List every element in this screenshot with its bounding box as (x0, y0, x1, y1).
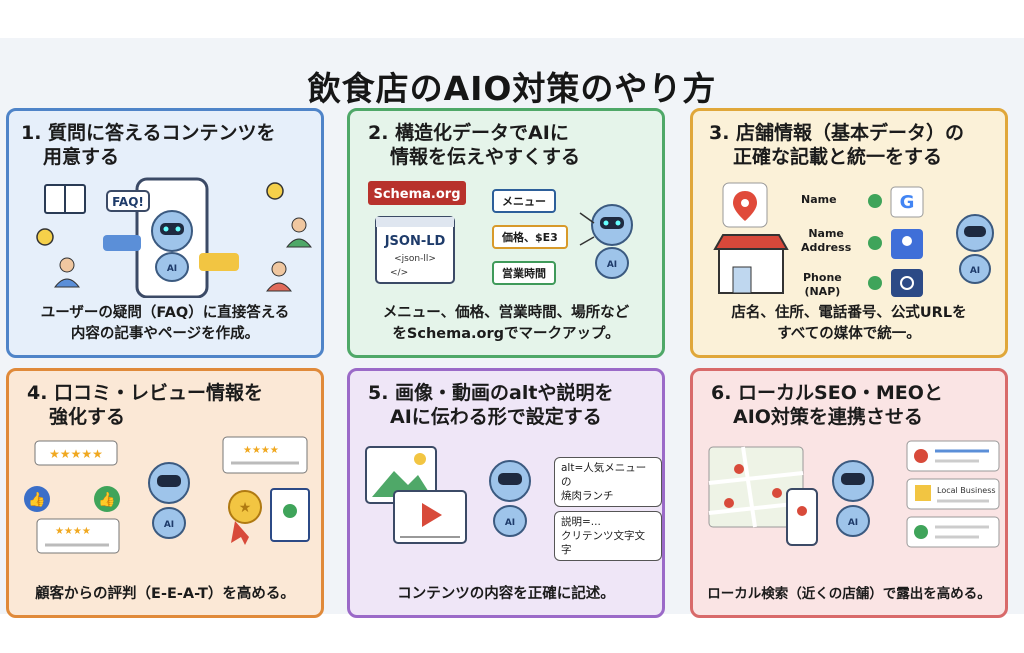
lightbulb-icon (36, 228, 54, 246)
user-icon (53, 257, 81, 288)
robot-icon: AI (832, 460, 874, 537)
video-player-icon (393, 490, 467, 544)
alt-text-bubble: alt=人気メニューの 焼肉ランチ (554, 457, 662, 507)
price-tag: 価格、$E3 (492, 225, 568, 249)
user-icon (265, 261, 293, 292)
svg-text:<json-ll>: <json-ll> (394, 254, 436, 264)
svg-text:★★★★: ★★★★ (243, 445, 279, 456)
local-business-card: Local Business (906, 478, 1000, 510)
user-icon (285, 217, 313, 248)
svg-text:AI: AI (167, 264, 177, 274)
card-title: 3. 店舗情報（基本データ）の 正確な記載と統一をする (709, 122, 965, 168)
json-ld-document-icon: JSON-LD <json-ll> </> (375, 216, 455, 284)
robot-icon: AI (591, 204, 633, 279)
svg-text:AI: AI (607, 260, 617, 270)
nap-address-label: Name Address (801, 227, 852, 254)
award-medal-icon: ★ (228, 490, 262, 545)
lightbulb-icon (266, 182, 284, 200)
svg-text:AI: AI (164, 520, 174, 530)
svg-text:👍: 👍 (28, 491, 45, 508)
svg-text:FAQ!: FAQ! (112, 195, 144, 209)
card-title: 5. 画像・動画のaltや説明を AIに伝わる形で設定する (368, 382, 614, 428)
storefront-icon (713, 234, 789, 294)
faq-badge-icon: FAQ! (106, 190, 150, 212)
card-title: 1. 質問に答えるコンテンツを 用意する (21, 122, 276, 168)
reviews-illustration: ★★★★★ ★★★★ ★★★★ 👍 👍 AI ★ (24, 436, 310, 554)
svg-text:G: G (900, 192, 915, 213)
page-title: 飲食店のAIO対策のやり方 (307, 69, 717, 108)
smartphone-icon (786, 488, 818, 546)
hours-tag: 営業時間 (492, 261, 556, 285)
check-icon (868, 236, 882, 250)
media-alt-illustration: AI (365, 446, 531, 544)
svg-text:</>: </> (390, 268, 408, 278)
svg-text:JSON-LD: JSON-LD (384, 234, 446, 249)
website-icon (891, 269, 923, 297)
card-media-alt: 5. 画像・動画のaltや説明を AIに伝わる形で設定する AI alt=人気メ… (347, 368, 665, 618)
card-description: ローカル検索（近くの店舗）で露出を高める。 (707, 586, 991, 602)
svg-text:Schema.org: Schema.org (373, 187, 460, 202)
card-description: ユーザーの疑問（FAQ）に直接答える 内容の記事やページを作成。 (40, 305, 290, 342)
robot-icon: AI (148, 462, 190, 539)
check-icon (868, 276, 882, 290)
thumbs-up-icon: 👍 (24, 486, 50, 512)
chat-bubble-icon (103, 235, 141, 251)
svg-text:★: ★ (239, 500, 252, 516)
card-description: メニュー、価格、営業時間、場所など をSchema.orgでマークアップ。 (382, 305, 630, 342)
robot-icon: AI (151, 210, 193, 282)
svg-text:Local Business: Local Business (937, 486, 996, 495)
menu-tag: メニュー (492, 189, 556, 213)
google-maps-icon (722, 182, 768, 228)
robot-icon: AI (956, 214, 994, 284)
thumbs-up-icon: 👍 (94, 486, 120, 512)
maps-listing-card (906, 516, 1000, 548)
book-icon (44, 184, 86, 214)
review-bubble-icon: ★★★★ (222, 436, 308, 474)
google-icon: G (890, 186, 924, 218)
card-description: 顧客からの評判（E-E-A-T）を高める。 (35, 586, 295, 602)
nap-phone-label: Phone (NAP) (803, 271, 842, 298)
store-info-illustration: G AI (713, 182, 994, 297)
card-title: 2. 構造化データでAIに 情報を伝えやすくする (368, 122, 581, 168)
review-bubble-icon: ★★★★ (36, 518, 120, 554)
schema-org-badge: Schema.org (368, 181, 466, 205)
card-store-info: 3. 店舗情報（基本データ）の 正確な記載と統一をする G AI Name Na… (690, 108, 1008, 358)
card-description: 店名、住所、電話番号、公式URLを すべての媒体で統一。 (731, 305, 967, 342)
structured-data-illustration: Schema.org JSON-LD <json-ll> </> AI (368, 181, 633, 284)
contacts-icon (891, 229, 923, 259)
check-icon (868, 194, 882, 208)
card-reviews: 4. 口コミ・レビュー情報を 強化する ★★★★★ ★★★★ ★★★★ 👍 👍 … (6, 368, 324, 618)
svg-text:AI: AI (505, 518, 515, 528)
robot-icon: AI (489, 460, 531, 537)
faq-illustration: FAQ! AI (36, 177, 313, 298)
card-title: 6. ローカルSEO・MEOと AIO対策を連携させる (711, 382, 943, 428)
card-local-seo: 6. ローカルSEO・MEOと AIO対策を連携させる AI Local Bus… (690, 368, 1008, 618)
svg-text:★★★★★: ★★★★★ (49, 447, 103, 461)
maps-listing-card (906, 440, 1000, 472)
card-title: 4. 口コミ・レビュー情報を 強化する (27, 382, 264, 428)
chat-bubble-icon (199, 253, 239, 271)
map-icon (708, 446, 804, 528)
local-seo-illustration: AI Local Business (708, 440, 1000, 548)
card-structured-data: 2. 構造化データでAIに 情報を伝えやすくする Schema.org JSON… (347, 108, 665, 358)
svg-text:★★★★: ★★★★ (55, 526, 91, 537)
card-description: コンテンツの内容を正確に記述。 (397, 586, 615, 602)
svg-text:👍: 👍 (98, 491, 115, 508)
svg-text:AI: AI (848, 518, 858, 528)
certificate-icon (270, 488, 310, 542)
nap-name-label: Name (801, 193, 837, 206)
svg-text:AI: AI (970, 266, 980, 276)
card-faq-content: 1. 質問に答えるコンテンツを 用意する FAQ! AI ユーザーの疑問（FAQ… (6, 108, 324, 358)
description-bubble: 説明=... クリテンツ文字文字 (554, 511, 662, 561)
review-bubble-icon: ★★★★★ (34, 440, 118, 466)
